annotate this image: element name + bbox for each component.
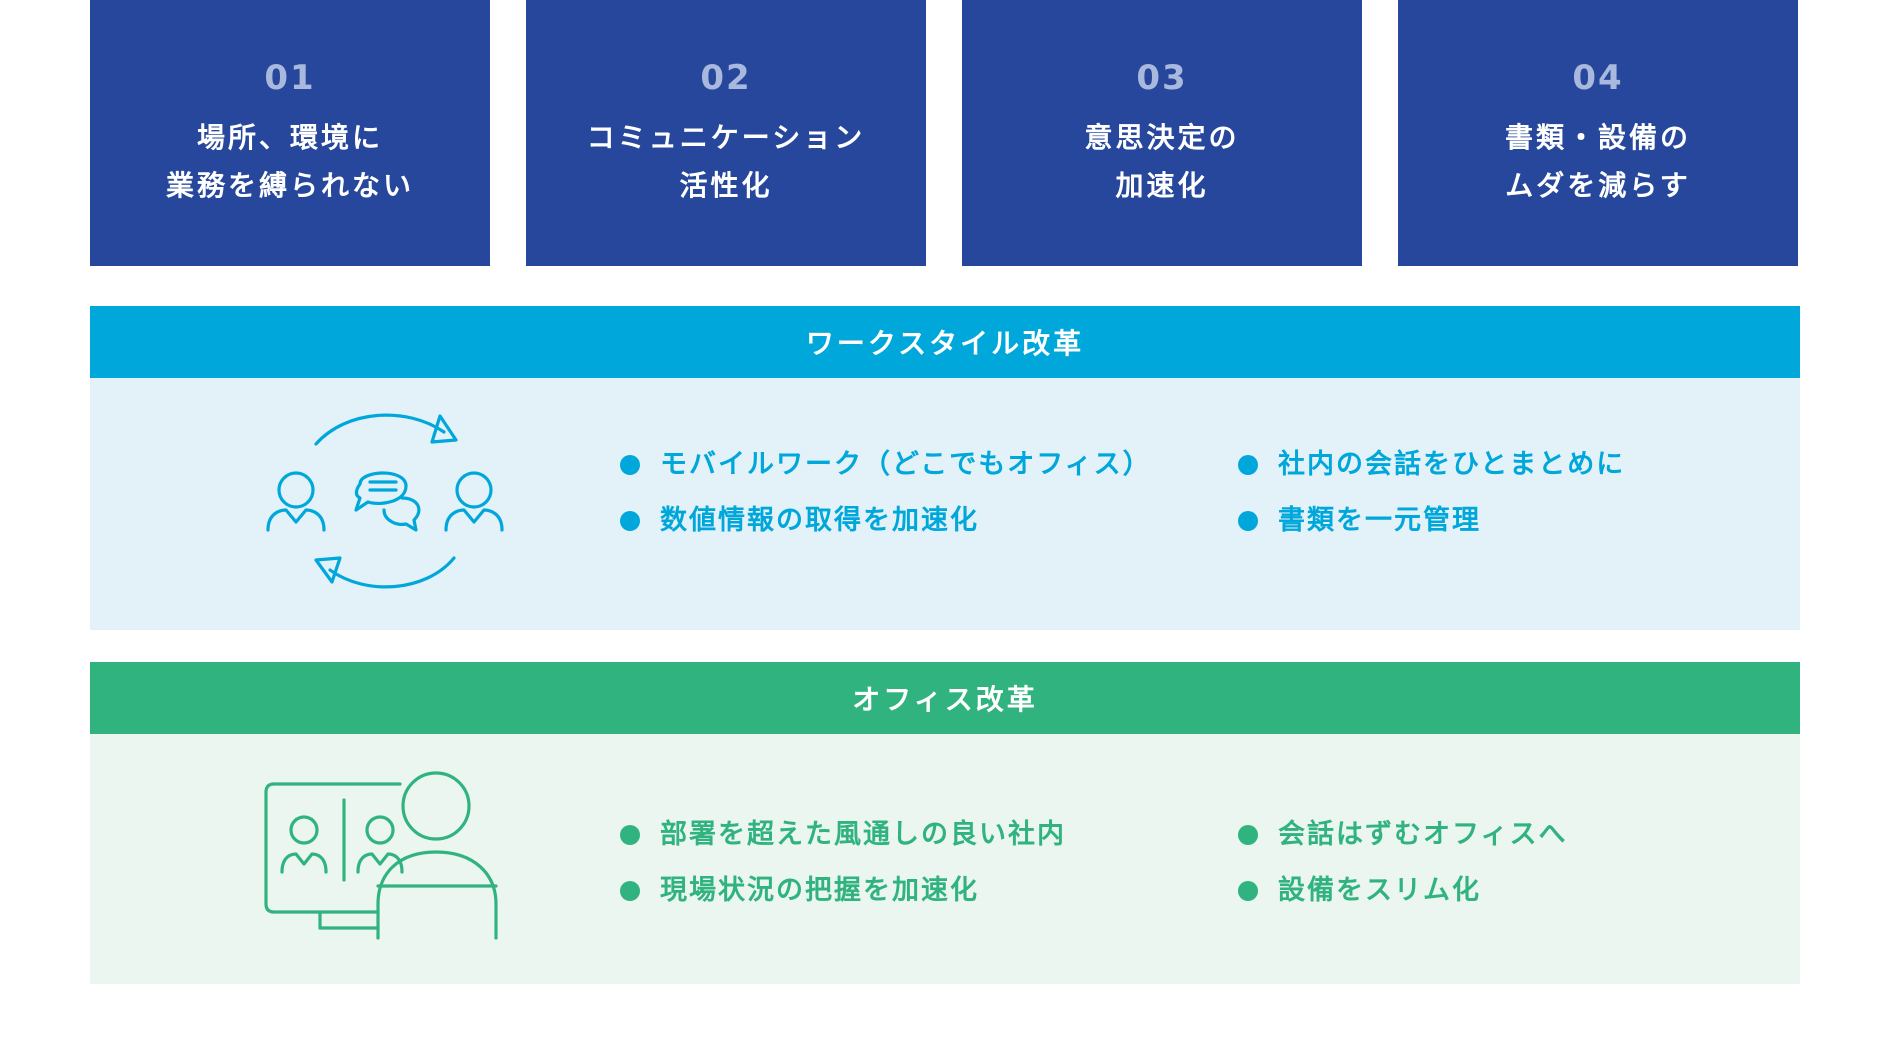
goal-title-line1: 書類・設備の — [1504, 121, 1691, 154]
section-title: オフィス改革 — [90, 662, 1800, 734]
communication-cycle-icon — [266, 413, 504, 589]
goal-cards: 01 場所、環境に 業務を縛られない 02 コミュニケーション 活性化 03 意… — [90, 0, 1800, 266]
list-item: 会話はずむオフィスへ — [1238, 818, 1567, 852]
list-item-label: 会話はずむオフィスへ — [1278, 819, 1568, 850]
bullet-dot-icon — [1238, 455, 1258, 475]
bullet-dot-icon — [1238, 511, 1258, 531]
workstyle-reform-section: ワークスタイル改革 モバイルワーク（どこでもオフィス） 数値情報の取得を加速化 … — [90, 306, 1800, 630]
list-item: 数値情報の取得を加速化 — [620, 504, 979, 538]
list-item-label: 社内の会話をひとまとめに — [1278, 449, 1626, 480]
goal-number: 04 — [1572, 58, 1624, 98]
goal-title-line1: 意思決定の — [1084, 121, 1240, 154]
bullet-dot-icon — [620, 881, 640, 901]
bullet-dot-icon — [620, 455, 640, 475]
video-meeting-icon — [264, 771, 498, 940]
list-item-label: 数値情報の取得を加速化 — [660, 505, 979, 536]
list-item: 書類を一元管理 — [1238, 504, 1481, 538]
list-item-label: 設備をスリム化 — [1278, 875, 1481, 906]
goal-card-04: 04 書類・設備の ムダを減らす — [1398, 0, 1798, 266]
list-item: 現場状況の把握を加速化 — [620, 874, 979, 908]
goal-number: 01 — [264, 58, 316, 98]
goal-title-line1: 場所、環境に — [196, 121, 383, 154]
goal-title-line1: コミュニケーション — [586, 121, 866, 154]
bullet-dot-icon — [1238, 881, 1258, 901]
goal-card-01: 01 場所、環境に 業務を縛られない — [90, 0, 490, 266]
section-body: 部署を超えた風通しの良い社内 現場状況の把握を加速化 会話はずむオフィスへ 設備… — [90, 734, 1800, 984]
goal-number: 03 — [1136, 58, 1188, 98]
bullet-dot-icon — [620, 511, 640, 531]
goal-title-line2: ムダを減らす — [1505, 169, 1691, 202]
list-item: 社内の会話をひとまとめに — [1238, 448, 1625, 482]
list-item-label: 現場状況の把握を加速化 — [660, 875, 979, 906]
goal-title-line2: 活性化 — [679, 169, 773, 202]
bullet-dot-icon — [620, 825, 640, 845]
goal-number: 02 — [700, 58, 752, 98]
goal-title-line2: 加速化 — [1115, 169, 1209, 202]
list-item: モバイルワーク（どこでもオフィス） — [620, 448, 1152, 482]
office-reform-section: オフィス改革 部署を超えた風通しの良い社内 現場状況の把握を加速化 会話はずむオ… — [90, 662, 1800, 984]
bullet-dot-icon — [1238, 825, 1258, 845]
list-item-label: モバイルワーク（どこでもオフィス） — [660, 449, 1152, 480]
goal-card-02: 02 コミュニケーション 活性化 — [526, 0, 926, 266]
goal-title-line2: 業務を縛られない — [165, 169, 414, 202]
list-item: 部署を超えた風通しの良い社内 — [620, 818, 1066, 852]
list-item-label: 書類を一元管理 — [1278, 505, 1481, 536]
section-title: ワークスタイル改革 — [90, 306, 1800, 378]
section-body: モバイルワーク（どこでもオフィス） 数値情報の取得を加速化 社内の会話をひとまと… — [90, 378, 1800, 630]
list-item: 設備をスリム化 — [1238, 874, 1481, 908]
goal-card-03: 03 意思決定の 加速化 — [962, 0, 1362, 266]
list-item-label: 部署を超えた風通しの良い社内 — [660, 819, 1066, 850]
